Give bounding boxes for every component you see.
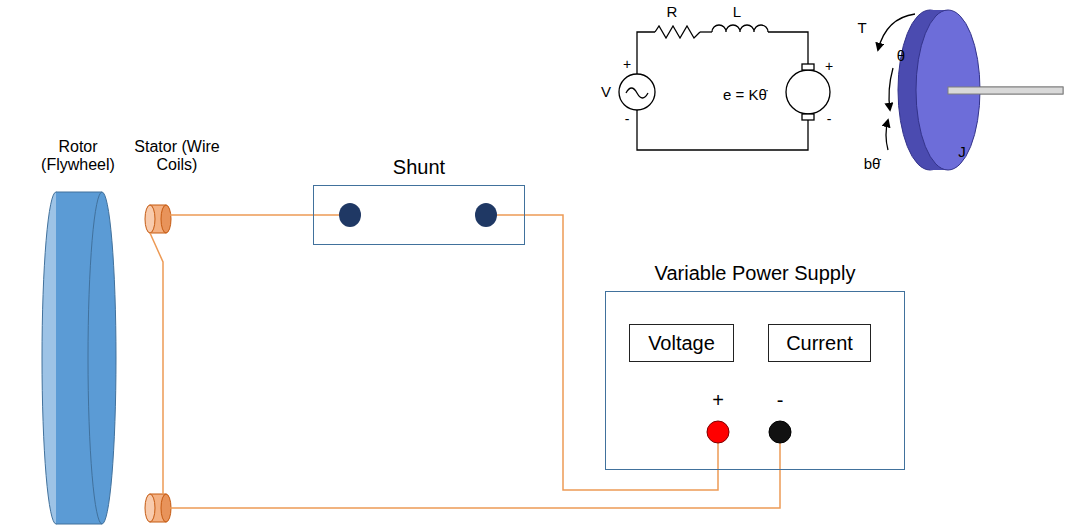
torque-arrow	[878, 14, 915, 50]
power-terminal	[707, 421, 729, 443]
back-emf-label: e = Kθ̇	[723, 87, 767, 104]
circuit-schematic	[637, 110, 808, 150]
display-box: Current	[768, 324, 871, 362]
display-label: Voltage	[648, 332, 715, 355]
inertia-label: J	[958, 144, 966, 161]
polarity-sign: +	[623, 57, 631, 72]
source-label: V	[601, 84, 611, 101]
circuit-schematic	[637, 32, 655, 74]
flywheel-rotor	[56, 192, 102, 193]
polarity-sign: -	[625, 112, 630, 127]
part-label: Variable Power Supply	[606, 262, 904, 285]
shunt-terminal	[339, 203, 497, 227]
circuit-schematic	[786, 70, 830, 114]
wire	[150, 215, 780, 508]
display-label: Current	[786, 332, 853, 355]
flywheel-rotor	[42, 192, 116, 524]
stator-coil	[161, 494, 171, 522]
terminal-sign: -	[777, 389, 784, 411]
part-label: Stator (Wire Coils)	[128, 138, 226, 175]
wire	[150, 233, 163, 494]
circuit-schematic	[768, 32, 808, 64]
torque-arrow	[878, 14, 915, 150]
flywheel-disk	[898, 10, 1063, 170]
shunt-terminal	[339, 203, 361, 227]
rotor-label-node: Rotor (Flywheel)	[28, 138, 128, 527]
angle-label: θ	[897, 48, 905, 65]
wire	[226, 470, 780, 508]
power-terminal	[707, 421, 791, 443]
circuit-schematic	[655, 26, 700, 38]
wire	[170, 507, 226, 509]
polarity-sign: +	[825, 59, 833, 74]
polarity-sign: -	[827, 112, 832, 127]
wire	[717, 443, 719, 470]
circuit-schematic	[619, 25, 830, 150]
circuit-schematic	[802, 64, 814, 70]
power-terminal	[769, 421, 791, 443]
torque-label: T	[857, 20, 866, 37]
wire	[226, 214, 313, 216]
circuit-schematic	[802, 114, 814, 120]
stator-coil	[161, 205, 171, 233]
stator-coil	[145, 494, 155, 522]
flywheel-rotor	[56, 524, 102, 525]
flywheel-rotor	[88, 192, 116, 524]
circuit-schematic	[712, 25, 768, 32]
wire	[525, 215, 718, 490]
wire	[779, 443, 781, 470]
part-label: Rotor (Flywheel)	[28, 138, 128, 175]
component-label: L	[733, 4, 741, 21]
part-label: Shunt	[314, 156, 524, 179]
component-label: R	[667, 4, 678, 21]
damping-label: bθ̇	[864, 156, 881, 173]
power-supply-box: Variable Power SupplyVoltageCurrent	[605, 291, 905, 470]
wire	[170, 214, 226, 216]
shunt-terminal	[475, 203, 497, 227]
circuit-schematic	[700, 31, 712, 32]
shunt-box: Shunt	[313, 185, 525, 245]
torque-arrow	[889, 68, 893, 110]
stator-coil	[145, 205, 155, 233]
display-box: Voltage	[629, 324, 734, 362]
circuit-schematic	[619, 74, 655, 110]
stator-label-node: Stator (Wire Coils)	[128, 138, 226, 525]
circuit-schematic	[626, 88, 648, 98]
terminal-sign: +	[712, 389, 724, 411]
torque-arrow	[886, 120, 888, 150]
flywheel-disk	[948, 87, 1063, 94]
stator-coil	[145, 205, 171, 522]
